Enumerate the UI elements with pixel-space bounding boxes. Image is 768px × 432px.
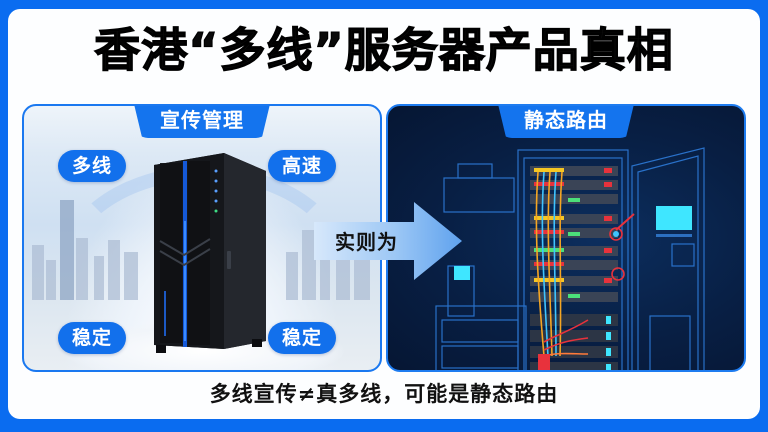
- server-tower-icon: [154, 153, 266, 353]
- tab-marketing: 宣传管理: [134, 106, 270, 138]
- badge-highspeed: 高速: [268, 150, 337, 182]
- badge-multiline: 多线: [58, 150, 127, 182]
- conclusion-caption: 多线宣传≠真多线，可能是静态路由: [209, 382, 559, 406]
- skyline-building: [60, 200, 74, 300]
- skyline-building: [108, 240, 120, 300]
- tab-static-routing: 静态路由: [498, 106, 634, 138]
- skyline-building: [286, 252, 298, 300]
- skyline-building: [320, 244, 330, 300]
- page-title: 香港“多线”服务器产品真相: [94, 22, 674, 77]
- skyline-building: [354, 256, 370, 300]
- badge-stable-left: 稳定: [58, 322, 127, 354]
- arrow-label: 实则为: [335, 230, 398, 254]
- skyline-building: [124, 252, 138, 300]
- arrow-right-icon: [314, 202, 462, 280]
- badge-stable-right: 稳定: [268, 322, 337, 354]
- skyline-building: [46, 260, 56, 300]
- skyline-building: [32, 245, 44, 300]
- skyline-building: [76, 238, 88, 300]
- skyline-building: [302, 230, 316, 300]
- server-rack-icon: [435, 147, 705, 370]
- skyline-building: [94, 256, 104, 300]
